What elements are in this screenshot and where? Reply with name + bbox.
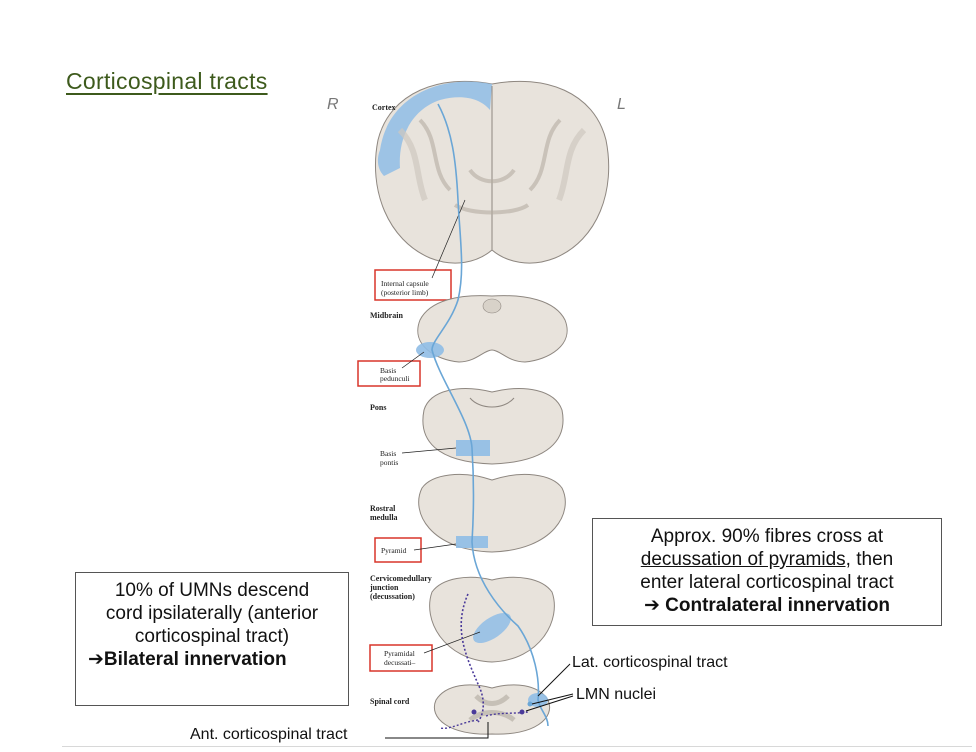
internal-capsule-label-2: (posterior limb) (381, 288, 429, 297)
left-side-marker: L (617, 96, 626, 113)
midbrain-label: Midbrain (370, 311, 403, 320)
rostral-medulla-label-1: Rostral (370, 504, 396, 513)
anterior-corticospinal-pathway (460, 593, 485, 723)
pyramid-box (374, 537, 422, 563)
cervicomedullary-section: Cervicomedullary junction (decussation) (369, 574, 555, 663)
cmj-label-3: (decussation) (370, 592, 415, 601)
ant-tract-leader (385, 722, 489, 739)
slide-bottom-divider (62, 746, 972, 747)
internal-capsule-label-1: Internal capsule (381, 279, 429, 288)
crossing-line-3: enter lateral corticospinal tract (640, 572, 894, 593)
cmj-label-1: Cervicomedullary (370, 574, 432, 583)
cortex-label: Cortex (372, 103, 396, 112)
crossing-line-1: Approx. 90% fibres cross at (650, 526, 884, 547)
basis-pedunculi-label-1: Basis (380, 366, 396, 375)
basis-pontis-label-2: pontis (380, 458, 398, 467)
ipsilateral-line-3: corticospinal tract) (134, 626, 290, 647)
internal-capsule-box (374, 269, 452, 301)
coronal-brain-section: Cortex (372, 80, 610, 264)
pyramidal-decussation-label-1: Pyramidal (384, 649, 415, 658)
rostral-medulla-section: Rostral medulla (370, 474, 566, 553)
lat-tract-leader (537, 663, 571, 697)
lateral-corticospinal-pathway (431, 103, 549, 727)
lmn-nuclei-callout: LMN nuclei (576, 686, 657, 703)
basis-pedunculi-box (357, 360, 421, 387)
crossing-line-2-tail: then (850, 549, 894, 570)
basis-pedunculi-highlight (416, 342, 444, 358)
ipsilateral-info-box: 10% of UMNs descend cord ipsilaterally (… (75, 572, 349, 706)
spinal-cord-section: Spinal cord (370, 684, 551, 735)
midbrain-section: Midbrain (370, 295, 568, 363)
crossing-line-2: decussation of pyramids, then (593, 548, 941, 571)
lmn-leader-2 (525, 695, 574, 712)
pons-label: Pons (370, 403, 386, 412)
basis-pontis-highlight (456, 440, 490, 456)
ipsilateral-line-2: cord ipsilaterally (anterior (105, 603, 319, 624)
pyramid-label: Pyramid (381, 546, 407, 555)
ant-corticospinal-callout: Ant. corticospinal tract (190, 726, 348, 743)
bilateral-innervation: ➔Bilateral innervation (88, 649, 287, 670)
motor-cortex-highlight (377, 81, 492, 176)
contralateral-innervation: ➔ Contralateral innervation (643, 595, 891, 616)
decussation-highlight (473, 612, 511, 644)
crossing-info-box: Approx. 90% fibres cross at decussation … (592, 518, 942, 626)
basis-pedunculi-label-2: pedunculi (380, 374, 410, 383)
slide-title: Corticospinal tracts (66, 68, 268, 94)
basis-pontis-label-1: Basis (380, 449, 396, 458)
lmn-leader-1 (531, 693, 574, 705)
spinal-cord-label: Spinal cord (370, 697, 410, 706)
rostral-medulla-label-2: medulla (370, 513, 398, 522)
ipsilateral-line-1: 10% of UMNs descend (114, 580, 310, 601)
pyramidal-decussation-box (369, 644, 433, 672)
right-side-marker: R (327, 96, 339, 113)
cmj-label-2: junction (369, 583, 399, 592)
lat-corticospinal-callout: Lat. corticospinal tract (572, 654, 728, 671)
pyramidal-decussation-label-2: decussati– (384, 658, 415, 667)
decussation-underlined: decussation of pyramids, (640, 549, 851, 570)
